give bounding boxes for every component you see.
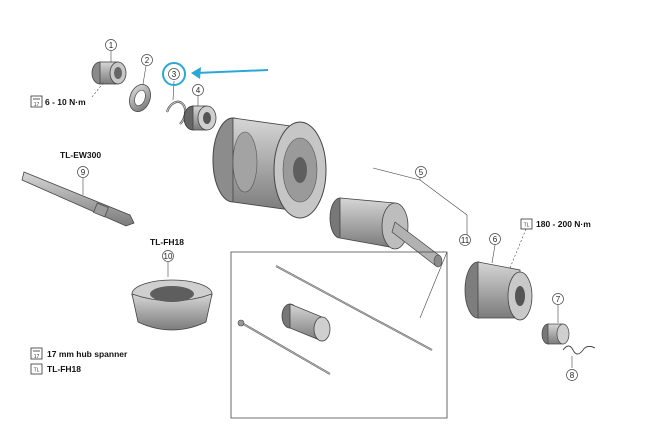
torque-small-text: 6 - 10 N·m <box>45 97 86 107</box>
part-10-tool-fh18[interactable] <box>131 279 213 331</box>
part-7-end-cap[interactable] <box>541 323 570 345</box>
inset-skewer-rod[interactable] <box>237 319 331 375</box>
inset-box <box>230 251 448 419</box>
callout-7-number: 7 <box>556 295 561 304</box>
callout-3-number: 3 <box>172 70 177 79</box>
wrench-17-icon: 17 <box>30 95 43 108</box>
torque-large-text: 180 - 200 N·m <box>536 219 591 229</box>
callout-3: 3 <box>168 68 180 80</box>
wrench-17-icon: 17 <box>30 347 43 360</box>
callout-7: 7 <box>552 293 564 305</box>
part-1-nut[interactable] <box>91 61 127 85</box>
callout-10-number: 10 <box>164 252 173 261</box>
callout-5-number: 5 <box>419 168 424 177</box>
legend-spanner: 17 17 mm hub spanner <box>30 347 128 360</box>
callout-8: 8 <box>566 369 578 381</box>
callout-2-number: 2 <box>145 56 150 65</box>
callout-2: 2 <box>141 54 153 66</box>
tool-fh18-label: TL-FH18 <box>150 237 184 247</box>
part-3-snap-ring[interactable] <box>165 100 187 125</box>
callout-11: 11 <box>459 234 471 246</box>
legend-tool-text: TL-FH18 <box>47 364 81 374</box>
callout-8-number: 8 <box>570 371 575 380</box>
torque-label-small: 17 6 - 10 N·m <box>30 95 86 108</box>
torque-label-large: TL 180 - 200 N·m <box>520 218 591 230</box>
legend-tool: TL TL-FH18 <box>30 363 81 375</box>
wrench-size-small: 17 <box>34 102 40 108</box>
callout-4-number: 4 <box>196 86 201 95</box>
callout-1-number: 1 <box>109 41 114 50</box>
highlight-circle <box>162 62 186 86</box>
tool-ew300-label: TL-EW300 <box>60 150 101 160</box>
callout-5: 5 <box>415 166 427 178</box>
legend-spanner-text: 17 mm hub spanner <box>47 349 128 359</box>
tool-icon-text-legend: TL <box>34 368 40 374</box>
callout-11-number: 11 <box>461 236 470 245</box>
wrench-size-legend: 17 <box>34 354 40 360</box>
highlight-arrow-icon <box>191 67 269 79</box>
callout-10: 10 <box>162 250 174 262</box>
tool-icon: TL <box>520 218 533 230</box>
callout-9: 9 <box>77 166 89 178</box>
hub-shell[interactable] <box>212 117 327 219</box>
callout-6-number: 6 <box>493 235 498 244</box>
part-6-freehub[interactable] <box>464 261 533 321</box>
part-2-washer[interactable] <box>126 81 154 114</box>
tool-icon-text-large: TL <box>524 223 530 229</box>
inset-axle-rod[interactable] <box>275 265 433 351</box>
callout-6: 6 <box>489 233 501 245</box>
part-9-tool-ew300[interactable] <box>21 171 135 227</box>
callout-9-number: 9 <box>81 168 86 177</box>
callout-4: 4 <box>192 84 204 96</box>
part-5-freehub-body[interactable] <box>329 197 443 268</box>
part-4-bearing[interactable] <box>183 105 217 131</box>
part-8-spring[interactable] <box>562 345 596 355</box>
tool-icon: TL <box>30 363 43 375</box>
inset-spacer-tube[interactable] <box>281 303 331 342</box>
callout-1: 1 <box>105 39 117 51</box>
